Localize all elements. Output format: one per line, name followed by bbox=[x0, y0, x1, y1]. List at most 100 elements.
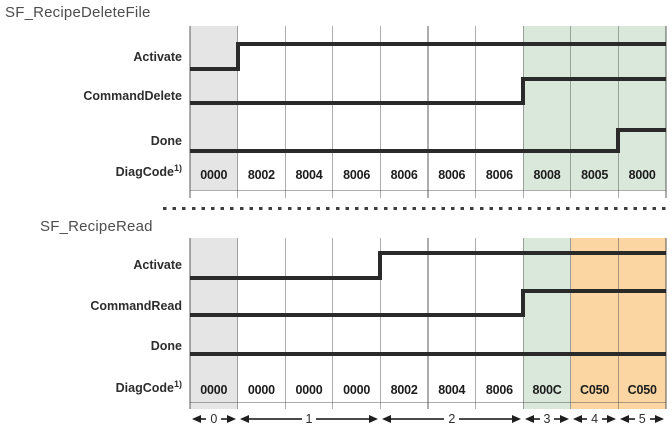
arrow-left-icon bbox=[192, 415, 201, 423]
highlight-column-orange bbox=[570, 238, 619, 409]
diagcode-cell: C050 bbox=[627, 383, 657, 397]
diagcode-cell: 8000 bbox=[628, 168, 656, 182]
signal-low-segment bbox=[190, 352, 666, 356]
signal-high-segment bbox=[235, 42, 666, 46]
phase-span: 0 bbox=[192, 411, 236, 427]
phase-span: 5 bbox=[620, 411, 664, 427]
phase-span: 1 bbox=[239, 411, 379, 427]
phase-line bbox=[602, 418, 608, 420]
phase-line bbox=[554, 418, 560, 420]
signal-low-segment bbox=[190, 276, 383, 281]
phase-label: 0 bbox=[210, 412, 218, 426]
diagcode-cell: 8006 bbox=[390, 168, 418, 182]
diagcode-cell: 800C bbox=[532, 383, 562, 397]
grid-line bbox=[332, 238, 334, 409]
grid-line bbox=[474, 26, 477, 198]
highlight-column-green bbox=[570, 26, 619, 190]
grid-line bbox=[284, 26, 286, 198]
diagcode-cell: 8002 bbox=[247, 168, 275, 182]
grid-line bbox=[189, 238, 191, 409]
diagcode-cell: 0000 bbox=[247, 383, 275, 397]
phase-span: 4 bbox=[572, 411, 617, 427]
phase-span: 3 bbox=[525, 411, 569, 427]
grid-line bbox=[474, 238, 477, 409]
diagcode-cell: 0000 bbox=[295, 383, 323, 397]
signal-high-segment bbox=[521, 289, 666, 293]
arrow-right-icon bbox=[607, 415, 617, 423]
chart-bottom-border bbox=[190, 402, 666, 404]
signal-rise-edge bbox=[616, 128, 621, 153]
signal-rise-edge bbox=[235, 42, 240, 71]
grid-line bbox=[379, 238, 382, 409]
signal-label-done: Done bbox=[150, 134, 182, 148]
grid-line bbox=[236, 26, 239, 198]
signal-low-segment bbox=[190, 66, 240, 71]
phase-line bbox=[629, 418, 635, 420]
diagcode-cell: 8006 bbox=[343, 168, 371, 182]
signal-label-activate: Activate bbox=[133, 50, 182, 64]
diagcode-label: DiagCode1) bbox=[0, 162, 182, 180]
chart-bottom-border bbox=[190, 190, 666, 192]
grid-line bbox=[379, 26, 382, 198]
diagcode-cell: 0000 bbox=[343, 383, 371, 397]
diagcode-cell: 0000 bbox=[200, 168, 228, 182]
arrow-left-icon bbox=[239, 415, 249, 423]
diagcode-cell: 8004 bbox=[295, 168, 323, 182]
grid-line bbox=[332, 26, 334, 198]
phase-label: 2 bbox=[448, 412, 456, 426]
signal-rise-edge bbox=[378, 251, 383, 281]
arrow-left-icon bbox=[382, 415, 392, 423]
phase-line bbox=[201, 418, 207, 420]
signal-high-segment bbox=[616, 128, 666, 132]
grid-line bbox=[427, 26, 429, 198]
signal-label-commanddelete: CommandDelete bbox=[83, 89, 182, 103]
phase-line bbox=[221, 418, 227, 420]
grid-line bbox=[284, 238, 286, 409]
arrow-right-icon bbox=[655, 415, 664, 423]
footnote-mark: 1) bbox=[173, 162, 182, 173]
arrow-left-icon bbox=[572, 415, 582, 423]
diagcode-cell: 8006 bbox=[485, 168, 513, 182]
diagcode-label: DiagCode1) bbox=[0, 378, 182, 396]
grid-line bbox=[427, 238, 429, 409]
arrow-left-icon bbox=[620, 415, 630, 423]
diagram-title-read: SF_RecipeRead bbox=[40, 218, 153, 235]
highlight-column-gray bbox=[190, 238, 238, 409]
phase-line bbox=[316, 418, 370, 420]
signal-low-segment bbox=[190, 313, 526, 318]
phase-label: 3 bbox=[543, 412, 551, 426]
grid-line bbox=[570, 26, 572, 198]
grid-line bbox=[522, 238, 524, 409]
arrow-right-icon bbox=[369, 415, 379, 423]
phase-label: 1 bbox=[305, 412, 313, 426]
signal-label-commandread: CommandRead bbox=[90, 299, 182, 313]
phase-span: 2 bbox=[382, 411, 522, 427]
diagcode-cell: 0000 bbox=[200, 383, 228, 397]
signal-low-segment bbox=[190, 101, 526, 106]
phase-line bbox=[391, 418, 445, 420]
grid-line bbox=[570, 238, 572, 409]
arrow-right-icon bbox=[226, 415, 236, 423]
highlight-column-green bbox=[523, 26, 571, 190]
grid-line bbox=[617, 26, 620, 198]
grid-line bbox=[189, 26, 191, 198]
phase-line bbox=[248, 418, 302, 420]
signal-rise-edge bbox=[521, 289, 526, 318]
diagcode-cell: 8008 bbox=[533, 168, 561, 182]
signal-rise-edge bbox=[521, 77, 526, 106]
phase-line bbox=[581, 418, 588, 420]
footnote-mark: 1) bbox=[173, 378, 182, 389]
arrow-right-icon bbox=[559, 415, 569, 423]
signal-label-done: Done bbox=[150, 339, 182, 353]
diagram-separator bbox=[163, 207, 668, 210]
grid-line bbox=[665, 26, 667, 198]
phase-line bbox=[534, 418, 540, 420]
highlight-column-green bbox=[523, 238, 571, 409]
diagcode-cell: 8004 bbox=[438, 383, 466, 397]
signal-high-segment bbox=[378, 251, 666, 255]
signal-label-activate: Activate bbox=[133, 258, 182, 272]
diagram-title-delete: SF_RecipeDeleteFile bbox=[5, 4, 151, 21]
phase-label: 4 bbox=[591, 412, 599, 426]
diagcode-label-text: DiagCode bbox=[115, 165, 174, 179]
